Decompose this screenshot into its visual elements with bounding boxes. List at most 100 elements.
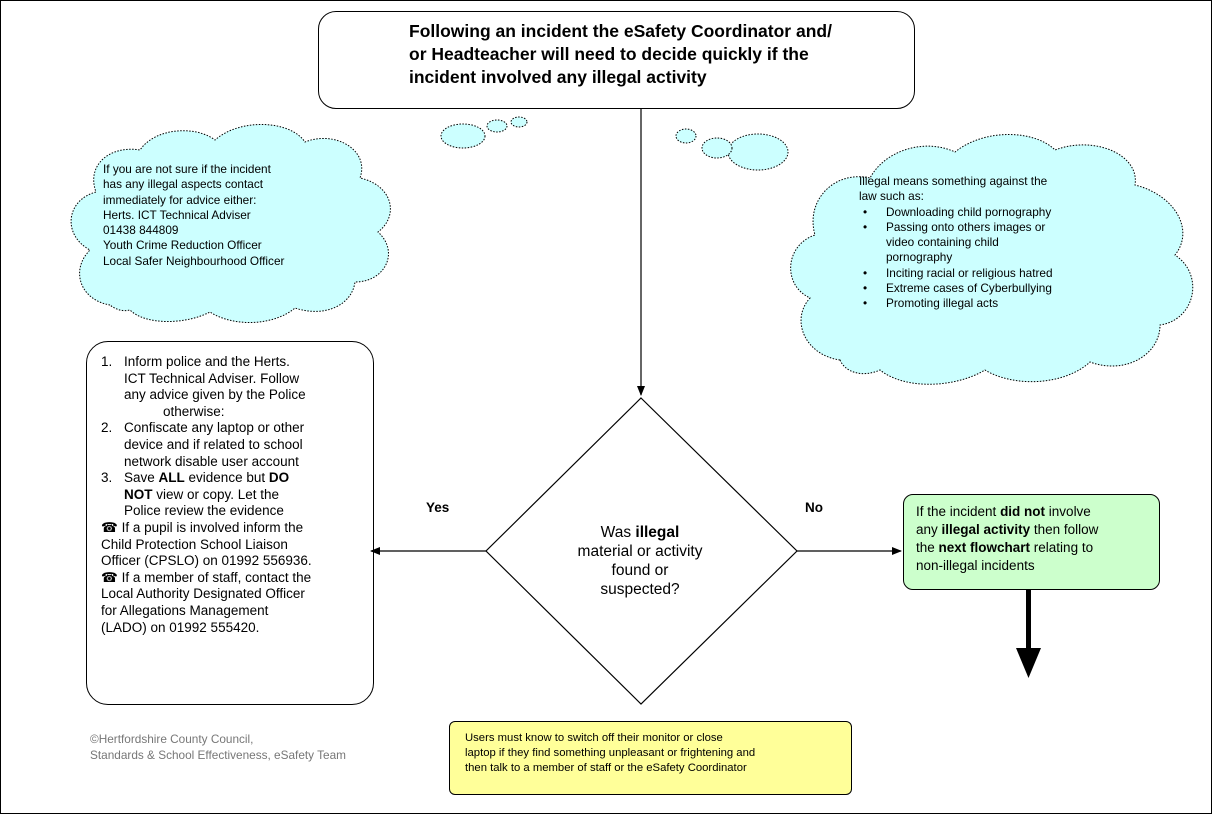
emphasis-all: ALL [158, 470, 185, 486]
list-item-text: Passing onto others images or [886, 219, 1046, 234]
staff-note-line: for Allegations Management [101, 602, 269, 618]
list-item-text: NOT view or copy. Let the [101, 487, 361, 504]
list-item: • Downloading child pornography [859, 205, 1053, 220]
list-item-text: ICT Technical Adviser. Follow [124, 370, 300, 386]
list-item-text: view or copy. Let the [152, 486, 280, 502]
list-item-text: evidence but [184, 470, 269, 486]
right-cloud-intro: law such as: [859, 189, 924, 204]
bullet-icon: • [863, 265, 868, 280]
box-text: then follow [1030, 522, 1099, 537]
decision-diamond [485, 397, 798, 705]
list-item-text: Police review the evidence [124, 503, 284, 519]
left-cloud-line: Youth Crime Reduction Officer [103, 238, 262, 253]
right-cloud-intro: Illegal means something against the [859, 174, 1048, 188]
list-item-text: any advice given by the Police [124, 387, 306, 403]
left-cloud-line: Herts. ICT Technical Adviser [103, 207, 251, 222]
emphasis-do: DO [268, 470, 290, 486]
list-item: • Extreme cases of Cyberbullying [859, 281, 1053, 296]
list-item: 2. Confiscate any laptop or other [101, 420, 361, 437]
list-item: 3. Save ALL evidence but DO [101, 470, 361, 487]
pupil-note-line: Officer (CPSLO) on 01992 556936. [101, 553, 312, 569]
box-text: involve [1045, 504, 1091, 519]
list-item-text: Inform police and the Herts. [124, 354, 290, 369]
users-note-line: laptop if they find something unpleasant… [465, 747, 756, 759]
list-item-text: Extreme cases of Cyberbullying [886, 281, 1052, 296]
list-number: 1. [101, 354, 113, 369]
pupil-note: ☎ If a pupil is involved inform the Chil… [101, 520, 361, 570]
title-line-2: or Headteacher will need to decide quick… [409, 44, 809, 64]
list-item: • Inciting racial or religious hatred [859, 266, 1053, 281]
no-label: No [805, 500, 823, 515]
bullet-icon: • [863, 281, 868, 296]
bullet-icon: • [863, 204, 868, 219]
staff-note-line: If a member of staff, contact the [121, 569, 312, 585]
list-item-text: otherwise: [163, 403, 225, 419]
title-line-3: incident involved any illegal activity [409, 67, 707, 87]
box-emphasis: did not [1000, 504, 1046, 519]
right-thought-cloud [790, 134, 1194, 385]
left-cloud-line: 01438 844809 [103, 223, 179, 238]
decision-text: Was illegal material or activity found o… [540, 523, 740, 599]
left-cloud-text: If you are not sure if the incident has … [103, 162, 284, 269]
decision-line: suspected? [600, 581, 680, 598]
illegal-examples-list: • Downloading child pornography • Passin… [859, 205, 1053, 312]
pupil-note-line: If a pupil is involved inform the [121, 519, 304, 535]
bullet-icon: • [863, 219, 868, 234]
list-item-text: Save [124, 470, 159, 486]
list-item-text: Promoting illegal acts [886, 296, 999, 311]
telephone-icon: ☎ [101, 569, 118, 585]
list-item-text: pornography [886, 250, 953, 265]
yes-label: Yes [426, 500, 450, 515]
list-item: 1. Inform police and the Herts. [101, 354, 361, 371]
box-text: If the incident [916, 504, 1001, 519]
box-emphasis: illegal activity [941, 522, 1031, 537]
staff-note: ☎ If a member of staff, contact the Loca… [101, 570, 361, 636]
list-item-text: Confiscate any laptop or other [124, 420, 305, 436]
right-thought-bubbles [675, 128, 789, 171]
illegal-actions-box: 1. Inform police and the Herts. ICT Tech… [86, 341, 374, 705]
list-item-text: Inciting racial or religious hatred [886, 265, 1053, 280]
box-text: relating to [1030, 540, 1094, 555]
title-box: Following an incident the eSafety Coordi… [318, 11, 915, 109]
users-note-line: Users must know to switch off their moni… [465, 732, 723, 744]
telephone-icon: ☎ [101, 519, 118, 535]
copyright-icon: © [90, 732, 99, 746]
list-item-text: Downloading child pornography [886, 204, 1052, 219]
emphasis-not: NOT [124, 486, 153, 502]
list-number: 3. [101, 470, 113, 486]
actions-list: 1. Inform police and the Herts. ICT Tech… [101, 354, 361, 520]
list-item: • Passing onto others images or video co… [859, 220, 1053, 266]
staff-note-line: (LADO) on 01992 555420. [101, 619, 260, 635]
left-thought-cloud [70, 124, 391, 323]
decision-emphasis: illegal [635, 524, 680, 541]
decision-line: material or activity [577, 543, 703, 560]
list-number: 2. [101, 420, 113, 436]
left-cloud-line: immediately for advice either: [103, 192, 257, 207]
box-text: the [916, 540, 939, 555]
users-note-box: Users must know to switch off their moni… [449, 721, 852, 795]
left-cloud-line: Local Safer Neighbourhood Officer [103, 253, 285, 268]
left-thought-bubbles [440, 116, 528, 149]
left-cloud-line: If you are not sure if the incident [103, 162, 271, 176]
list-item-text: video containing child [886, 235, 999, 250]
copyright-notice: ©Hertfordshire County Council, Standards… [90, 731, 346, 763]
list-item-text: device and if related to school [124, 436, 303, 452]
staff-note-line: Local Authority Designated Officer [101, 586, 305, 602]
pupil-note-line: Child Protection School Liaison [101, 536, 288, 552]
users-note-line: then talk to a member of staff or the eS… [465, 762, 747, 774]
copyright-line: Standards & School Effectiveness, eSafet… [90, 748, 346, 762]
title-line-1: Following an incident the eSafety Coordi… [409, 21, 832, 41]
copyright-line: Hertfordshire County Council, [98, 732, 254, 746]
non-illegal-box: If the incident did not involve any ille… [903, 494, 1160, 590]
box-text: any [916, 522, 942, 537]
list-item-text: network disable user account [124, 453, 299, 469]
left-cloud-line: has any illegal aspects contact [103, 177, 264, 192]
box-text: non-illegal incidents [916, 558, 1035, 573]
decision-line: Was [600, 524, 636, 541]
list-item: • Promoting illegal acts [859, 296, 1053, 311]
next-flowchart-arrow [1016, 590, 1041, 678]
bullet-icon: • [863, 296, 868, 311]
box-emphasis: next flowchart [938, 540, 1031, 555]
